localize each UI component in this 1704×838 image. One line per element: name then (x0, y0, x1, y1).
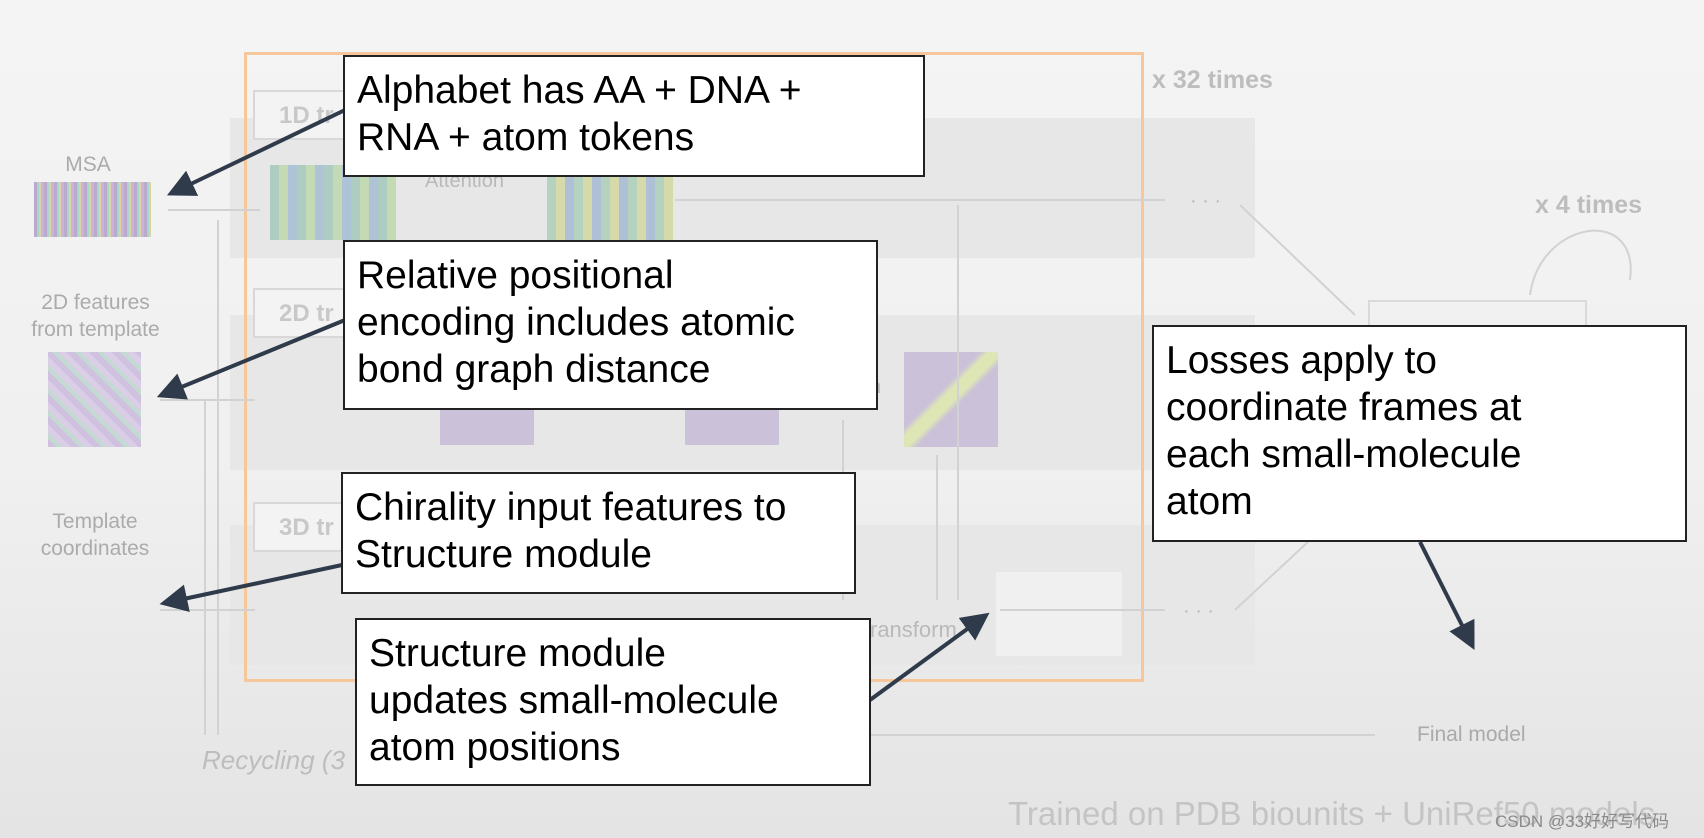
to-structure-link (1239, 204, 1356, 316)
track1-heatmap-a (270, 165, 396, 240)
to-loss-link (1234, 539, 1311, 611)
losses-arrow (1418, 541, 1475, 650)
msa-heatmap (34, 182, 151, 237)
track-label-3d: 3D tr (253, 502, 345, 552)
callout-structure: Structure module updates small-molecule … (355, 618, 871, 786)
repeat-outer-label: x 32 times (1152, 66, 1273, 94)
final-model-label: Final model (1417, 723, 1526, 746)
watermark: CSDN @33好好写代码 (1495, 812, 1670, 831)
structure-arrow (868, 612, 990, 702)
positional-arrow (156, 318, 346, 400)
ellipsis-1d: · · · (1190, 190, 1222, 212)
ellipsis-3d: · · · (1183, 600, 1215, 622)
transform-label: ransform (870, 617, 957, 642)
repeat-inner-label: x 4 times (1535, 191, 1643, 219)
callout-chirality: Chirality input features to Structure mo… (341, 472, 856, 594)
structure-thumb (996, 572, 1122, 656)
msa-label: MSA (65, 153, 111, 176)
callout-alphabet: Alphabet has AA + DNA + RNA + atom token… (343, 55, 925, 177)
coords-label: Template coordinates (40, 510, 150, 560)
callout-losses: Losses apply to coordinate frames at eac… (1152, 325, 1687, 542)
features-label: 2D features from template (31, 291, 160, 341)
template-heatmap (48, 352, 141, 447)
track2-heatmap-c (904, 352, 998, 447)
chirality-arrow (159, 563, 343, 612)
recycling-label: Recycling (3 (202, 745, 346, 775)
alphabet-arrow (166, 108, 346, 196)
callout-positional: Relative positional encoding includes at… (343, 240, 878, 410)
trained-on-label: Trained on PDB biounits + UniRef50 model… (1008, 795, 1656, 832)
track1-heatmap-b (547, 165, 673, 240)
loop-link (1529, 229, 1632, 296)
